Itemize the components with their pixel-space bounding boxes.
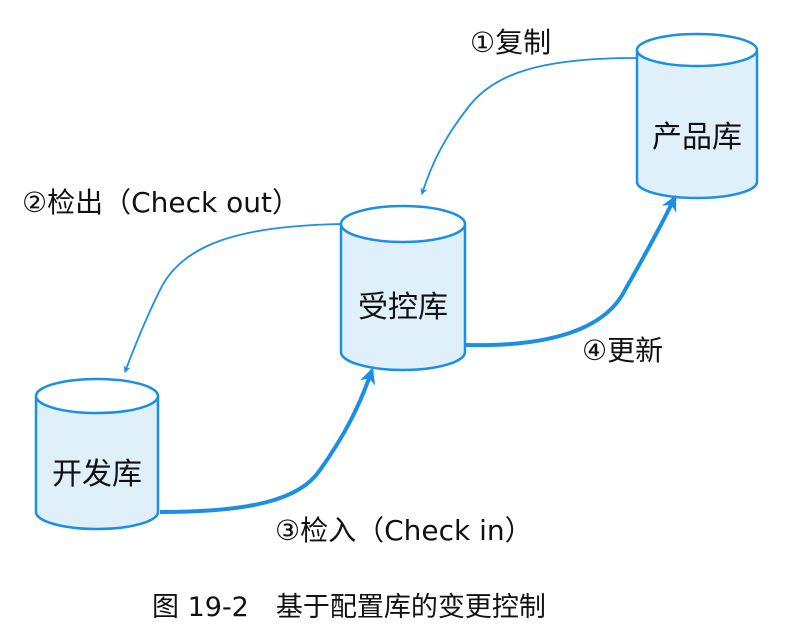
update-arrow <box>465 194 677 348</box>
checkout-label: ②检出（Check out） <box>22 186 300 219</box>
product-repository: 产品库 <box>635 32 759 200</box>
development-repository: 开发库 <box>34 377 160 531</box>
controlled-repository-label: 受控库 <box>358 290 448 325</box>
checkin-arrow <box>159 367 376 514</box>
copy-arrow <box>420 57 637 196</box>
product-repository-label: 产品库 <box>652 120 742 155</box>
checkin-label: ③检入（Check in） <box>275 514 533 547</box>
update-label: ④更新 <box>582 334 663 367</box>
figure-caption: 图 19-2 基于配置库的变更控制 <box>152 592 546 623</box>
controlled-repository: 受控库 <box>339 204 467 372</box>
development-repository-label: 开发库 <box>52 457 142 492</box>
copy-label: ①复制 <box>470 26 551 59</box>
checkout-arrow <box>123 223 341 373</box>
